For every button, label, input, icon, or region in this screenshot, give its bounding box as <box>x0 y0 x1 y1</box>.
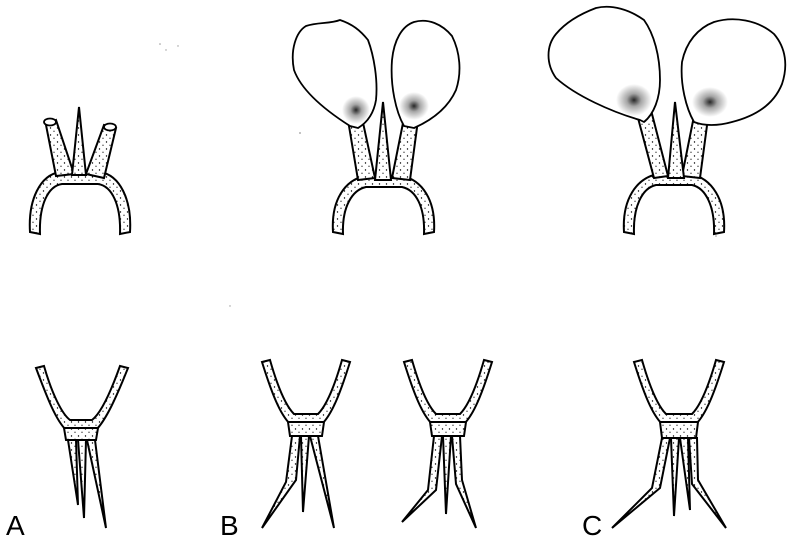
panel-c-upper-drawing <box>549 7 786 234</box>
panel-a-spine-mid <box>78 440 86 518</box>
panel-a-right-stem <box>86 125 116 178</box>
panel-c-spine-b <box>671 438 679 516</box>
panel-b-lower-drawing-2 <box>402 360 492 528</box>
panel-a-spine <box>72 107 86 175</box>
panel-b-spine-2c <box>452 436 476 528</box>
panel-label-c: C <box>582 512 602 540</box>
panel-c-spine-a <box>612 438 670 528</box>
panel-a-lower-drawing <box>36 366 128 528</box>
panel-c-arch <box>624 174 724 234</box>
panel-c-spine <box>668 102 684 178</box>
panel-a-left-stem <box>46 120 74 176</box>
panel-a-node <box>64 428 98 440</box>
panel-a-upper-drawing <box>30 107 130 234</box>
panel-b-v-stems-2 <box>404 360 492 424</box>
panel-b-spine-1c <box>310 436 334 528</box>
panel-a-v-stems <box>36 366 128 430</box>
panel-a-arch <box>30 172 130 234</box>
panel-c-node <box>660 422 698 438</box>
panel-c-lower-drawing <box>612 360 726 528</box>
panel-b-v-stems-1 <box>262 360 350 424</box>
panel-label-a: A <box>6 512 25 540</box>
panel-b-arch <box>333 176 434 234</box>
panel-b-spine-2b <box>443 436 451 514</box>
panel-b-node-2 <box>430 422 466 436</box>
panel-b-spine-2a <box>402 436 442 522</box>
panel-c-spine-d <box>689 438 726 528</box>
panel-c-spine-c <box>680 438 690 510</box>
panel-b-spine-1a <box>262 436 300 528</box>
panel-c-v-stems <box>634 360 724 424</box>
panel-b-spine-1b <box>301 436 309 512</box>
panel-b-upper-drawing <box>293 20 460 234</box>
panel-label-b: B <box>220 512 239 540</box>
panel-b-spine <box>375 102 391 180</box>
panel-b-lower-drawing-1 <box>262 360 350 528</box>
panel-c-left-stem <box>638 114 668 178</box>
panel-a-spine-right <box>87 440 106 528</box>
panel-a-spine-left <box>68 440 78 505</box>
panel-b-node-1 <box>288 422 324 436</box>
panel-c <box>549 7 786 528</box>
panel-b <box>262 20 492 528</box>
panel-a <box>30 107 130 528</box>
